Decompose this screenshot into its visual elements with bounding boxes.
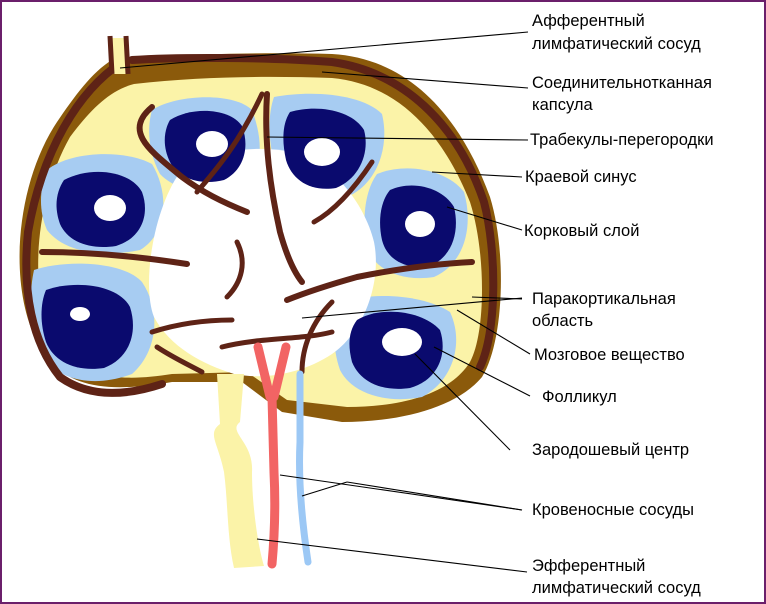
leader-lines: [119, 31, 531, 573]
label-paracortex-line2: область: [532, 312, 593, 330]
label-cortex: Корковый слой: [524, 222, 639, 240]
trabecula: [219, 329, 335, 350]
germinal-center: [70, 307, 90, 321]
trabecula: [136, 104, 250, 215]
labels: Афферентный лимфатический сосуд Соединит…: [524, 12, 714, 597]
germinal-center: [304, 138, 340, 166]
trabecula: [311, 159, 375, 225]
trabecula: [128, 53, 498, 371]
label-marginal-sinus: Краевой синус: [525, 168, 637, 186]
trabecula: [194, 91, 265, 195]
label-germinal-center: Зародошевый центр: [532, 441, 689, 459]
label-efferent-line1: Эфферентный: [532, 557, 645, 575]
germinal-center: [196, 131, 228, 157]
label-follicle: Фолликул: [542, 388, 617, 406]
germinal-center: [405, 211, 435, 237]
label-blood-vessels: Кровеносные сосуды: [532, 501, 694, 519]
label-capsule-line2: капсула: [532, 96, 593, 114]
trabecula: [149, 317, 235, 335]
artery: [253, 342, 291, 569]
follicle: [41, 284, 133, 369]
vein: [295, 370, 312, 566]
efferent-lymph-vessel: [213, 374, 264, 568]
label-medulla: Мозговое вещество: [534, 346, 685, 364]
trabecula: [154, 344, 205, 375]
label-efferent-line2: лимфатический сосуд: [532, 579, 701, 597]
follicles: [41, 108, 456, 389]
label-capsule-line1: Соединительнотканная: [532, 74, 712, 92]
label-afferent-line1: Афферентный: [532, 12, 645, 30]
trabecula: [263, 91, 305, 285]
label-paracortex-line1: Паракортикальная: [532, 290, 676, 308]
label-trabeculae: Трабекулы-перегородки: [530, 131, 714, 149]
trabeculae: [22, 53, 498, 397]
label-afferent-line2: лимфатический сосуд: [532, 35, 701, 53]
trabecula: [39, 249, 190, 267]
germinal-center: [382, 328, 422, 356]
trabecula: [22, 58, 166, 397]
trabecula: [224, 239, 245, 300]
trabecula: [284, 259, 475, 303]
germinal-center: [94, 195, 126, 221]
